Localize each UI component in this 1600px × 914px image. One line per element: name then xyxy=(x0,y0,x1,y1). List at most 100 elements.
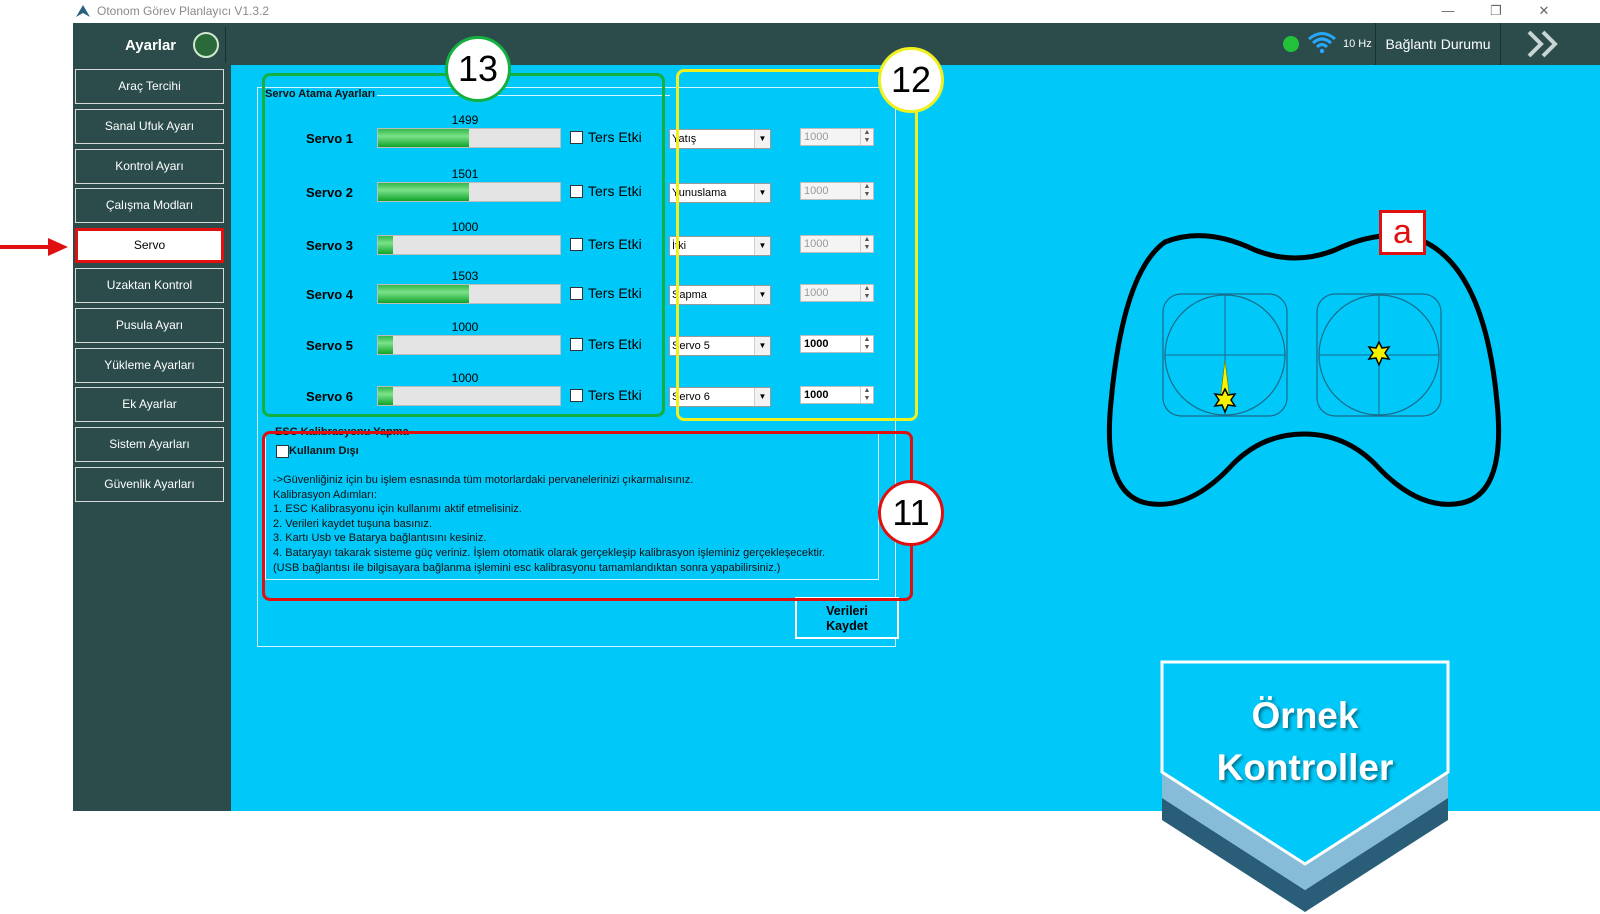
servo-label: Servo 5 xyxy=(306,338,353,353)
save-button-line2: Kaydet xyxy=(826,619,868,633)
function-select[interactable]: Yunuslama ▼ xyxy=(669,183,771,203)
gamepad-illustration xyxy=(1106,233,1502,507)
pwm-value: 1000 xyxy=(804,131,829,143)
callout-12: 12 xyxy=(878,47,944,113)
servo-bar-fill xyxy=(378,336,393,354)
servo-bar-fill xyxy=(378,183,469,201)
function-select[interactable]: İtki▼ xyxy=(669,236,771,256)
dropdown-arrow-icon[interactable]: ▼ xyxy=(754,286,770,304)
esc-line: Kalibrasyon Adımları: xyxy=(273,488,377,501)
function-select[interactable]: Servo 5 ▼ xyxy=(669,336,771,356)
callout-13: 13 xyxy=(445,36,511,102)
reverse-checkbox[interactable] xyxy=(570,389,583,402)
status-dot-icon xyxy=(1283,36,1299,52)
esc-disabled-checkbox[interactable] xyxy=(276,445,289,458)
pwm-spinbox[interactable]: 1000 ▲▼ xyxy=(800,235,874,253)
sidebar-item-7[interactable]: Pusula Ayarı xyxy=(75,307,224,343)
sidebar-item-5[interactable]: Servo xyxy=(75,228,224,264)
servo-label: Servo 2 xyxy=(306,185,353,200)
reverse-checkbox[interactable] xyxy=(570,238,583,251)
dropdown-arrow-icon[interactable]: ▼ xyxy=(754,337,770,355)
servo-settings-panel xyxy=(257,87,896,647)
red-arrow-icon xyxy=(0,238,68,256)
spin-arrows-icon[interactable]: ▲▼ xyxy=(860,285,873,301)
pwm-spinbox[interactable]: 1000 ▲▼ xyxy=(800,128,874,146)
example-controls-banner xyxy=(1160,660,1450,912)
pwm-value: 1000 xyxy=(804,389,829,401)
function-select[interactable]: Sapma▼ xyxy=(669,285,771,305)
esc-instructions: ->Güvenliğiniz için bu işlem esnasında t… xyxy=(273,473,825,575)
reverse-label: Ters Etki xyxy=(588,129,642,145)
esc-disabled-label: Kullanım Dışı xyxy=(289,445,359,457)
sidebar-item-6[interactable]: Uzaktan Kontrol xyxy=(75,268,224,303)
sidebar-item-11[interactable]: Güvenlik Ayarları xyxy=(75,467,224,502)
save-button-line1: Verileri xyxy=(826,604,868,618)
sidebar-item-10[interactable]: Sistem Ayarları xyxy=(75,427,224,463)
dropdown-arrow-icon[interactable]: ▼ xyxy=(754,130,770,148)
function-select-value: Yunuslama xyxy=(672,187,727,199)
left-stick xyxy=(1162,293,1288,417)
servo-label: Servo 3 xyxy=(306,238,353,253)
reverse-label: Ters Etki xyxy=(588,183,642,199)
save-data-button[interactable]: Verileri Kaydet xyxy=(795,597,899,639)
spin-arrows-icon[interactable]: ▲▼ xyxy=(860,183,873,199)
esc-line: 4. Bataryayı takarak sisteme güç veriniz… xyxy=(273,546,826,559)
function-select[interactable]: Servo 6 ▼ xyxy=(669,387,771,407)
sidebar-item-9[interactable]: Ek Ayarlar xyxy=(75,387,224,423)
esc-line: (USB bağlantısı ile bilgisayara bağlanma… xyxy=(273,561,781,574)
servo-value: 1000 xyxy=(451,371,479,385)
spin-arrows-icon[interactable]: ▲▼ xyxy=(860,387,873,403)
settings-title-block: Ayarlar xyxy=(78,27,226,63)
reverse-label: Ters Etki xyxy=(588,387,642,403)
sidebar-item-3[interactable]: Kontrol Ayarı xyxy=(75,148,224,184)
dropdown-arrow-icon[interactable]: ▼ xyxy=(754,184,770,202)
minimize-button[interactable]: — xyxy=(1441,3,1455,18)
spin-arrows-icon[interactable]: ▲▼ xyxy=(860,129,873,145)
pwm-spinbox[interactable]: 1000 ▲▼ xyxy=(800,386,874,404)
pwm-value: 1000 xyxy=(804,338,829,350)
sidebar-item-8[interactable]: Yükleme Ayarları xyxy=(75,347,224,383)
sidebar-item-4[interactable]: Çalışma Modları xyxy=(75,188,224,224)
spin-arrows-icon[interactable]: ▲▼ xyxy=(860,336,873,352)
reverse-checkbox[interactable] xyxy=(570,338,583,351)
settings-title: Ayarlar xyxy=(125,37,177,54)
dropdown-arrow-icon[interactable]: ▼ xyxy=(754,388,770,406)
servo-value: 1000 xyxy=(451,220,479,234)
dropdown-arrow-icon[interactable]: ▼ xyxy=(754,237,770,255)
servo-label: Servo 4 xyxy=(306,287,353,302)
telemetry-rate: 10 Hz xyxy=(1343,38,1372,50)
servo-value: 1503 xyxy=(451,269,479,283)
pwm-spinbox[interactable]: 1000▲▼ xyxy=(800,182,874,200)
esc-line: 3. Kartı Usb ve Batarya bağlantısını kes… xyxy=(273,532,487,545)
servo-value: 1501 xyxy=(451,167,479,181)
pwm-spinbox[interactable]: 1000 ▲▼ xyxy=(800,335,874,353)
double-chevron-right-icon[interactable] xyxy=(1526,30,1562,58)
wifi-icon xyxy=(1308,32,1336,54)
servo-bar xyxy=(377,386,561,406)
function-select-value: Servo 6 xyxy=(672,391,710,403)
servo-bar xyxy=(377,284,561,304)
servo-bar-fill xyxy=(378,387,393,405)
reverse-label: Ters Etki xyxy=(588,285,642,301)
callout-box-13 xyxy=(262,73,665,417)
servo-panel-title: Servo Atama Ayarları xyxy=(263,88,378,100)
pwm-value: 1000 xyxy=(804,238,829,250)
settings-gear-icon[interactable] xyxy=(193,32,219,58)
sidebar-item-1[interactable]: Araç Tercihi xyxy=(75,69,224,104)
app-window: Ayarlar 10 Hz Bağlantı Durumu Araç Terci… xyxy=(73,23,1600,811)
banner-line2: Kontroller xyxy=(1216,747,1394,788)
close-button[interactable]: ✕ xyxy=(1538,3,1550,18)
reverse-checkbox[interactable] xyxy=(570,131,583,144)
spin-arrows-icon[interactable]: ▲▼ xyxy=(860,236,873,252)
servo-bar-fill xyxy=(378,129,469,147)
reverse-label: Ters Etki xyxy=(588,336,642,352)
window-title: Otonom Görev Planlayıcı V1.3.2 xyxy=(97,4,270,18)
servo-bar-fill xyxy=(378,236,393,254)
restore-button[interactable]: ❐ xyxy=(1490,3,1502,18)
reverse-checkbox[interactable] xyxy=(570,185,583,198)
sidebar-item-2[interactable]: Sanal Ufuk Ayarı xyxy=(75,108,224,144)
pwm-spinbox[interactable]: 1000▲▼ xyxy=(800,284,874,302)
function-select-value: Servo 5 xyxy=(672,340,710,352)
connection-status-button[interactable]: Bağlantı Durumu xyxy=(1375,23,1501,65)
reverse-checkbox[interactable] xyxy=(570,287,583,300)
